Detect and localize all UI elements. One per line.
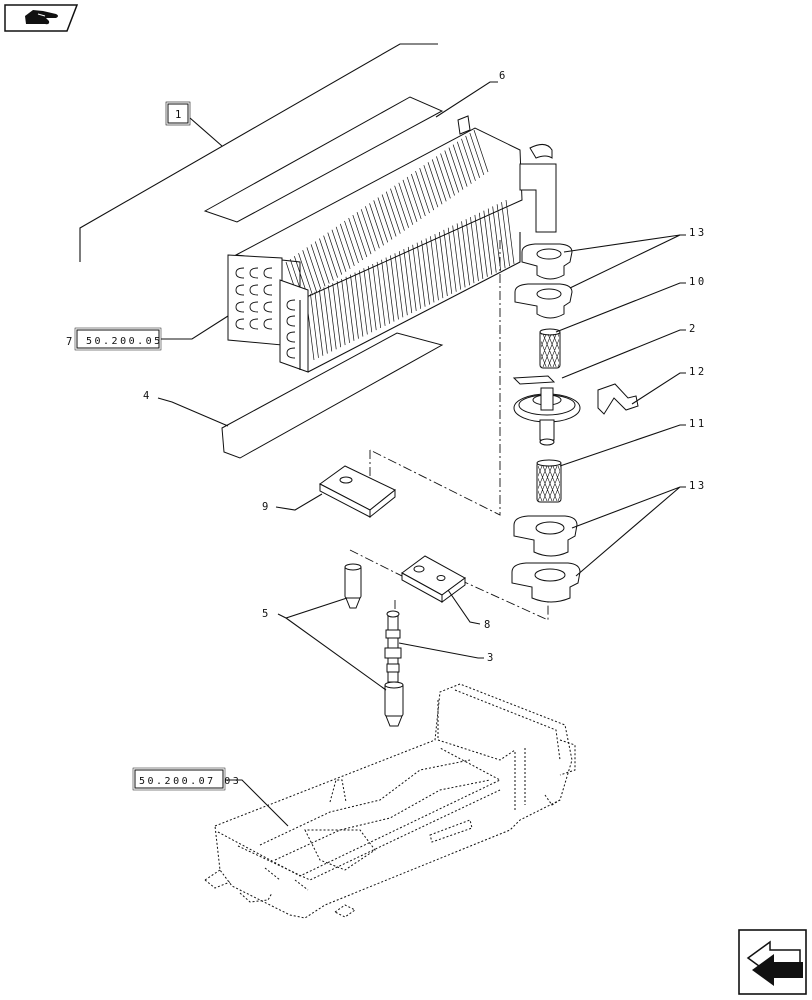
clip-13-upper-b <box>514 283 573 319</box>
callout-3: 3 <box>487 652 496 664</box>
callout-8: 8 <box>484 619 493 631</box>
callout-2: 2 <box>689 323 698 335</box>
callout-11: 11 <box>689 418 707 430</box>
group-ref-label: 1 <box>175 109 184 121</box>
prev-page-button[interactable] <box>4 4 79 32</box>
core-ref-prefix: 7 <box>66 336 75 348</box>
dash-dot-line <box>369 240 501 516</box>
pin-5-upper <box>344 563 362 609</box>
callout-13-lower: 13 <box>689 480 707 492</box>
callout-4: 4 <box>143 390 152 402</box>
clip-13-lower-b <box>511 562 581 603</box>
evaporator-core <box>227 115 557 373</box>
pin-5-lower <box>384 681 404 727</box>
filter-cartridge-10 <box>539 328 561 369</box>
callout-10: 10 <box>689 276 707 288</box>
cab-reference[interactable]: 50.200.07 03 <box>132 767 289 827</box>
core-ref-label: 50.200.05 <box>86 336 163 347</box>
next-page-button[interactable] <box>738 929 807 995</box>
clip-13-upper-a <box>521 243 573 280</box>
expansion-valve-2 <box>512 375 581 446</box>
plate-8 <box>401 555 466 603</box>
filter-cartridge-11 <box>536 459 562 503</box>
callout-9: 9 <box>262 501 271 513</box>
callout-12: 12 <box>689 366 707 378</box>
plate-9 <box>319 465 396 519</box>
hand-pointing-icon <box>25 10 58 25</box>
cab-housing <box>204 683 576 919</box>
lower-seal-strip <box>221 332 444 459</box>
spindle-3 <box>384 610 402 683</box>
core-reference[interactable]: 7 50.200.05 <box>66 315 229 351</box>
callout-6: 6 <box>499 70 508 82</box>
arrow-back-icon <box>746 940 803 986</box>
clip-13-lower-a <box>513 515 578 557</box>
cab-ref-label: 50.200.07 03 <box>139 776 241 787</box>
callout-13-upper: 13 <box>689 227 707 239</box>
bracket-12 <box>597 383 639 415</box>
upper-seal-strip <box>203 96 444 223</box>
group-frame: 1 <box>79 43 438 262</box>
callout-5: 5 <box>262 608 271 620</box>
